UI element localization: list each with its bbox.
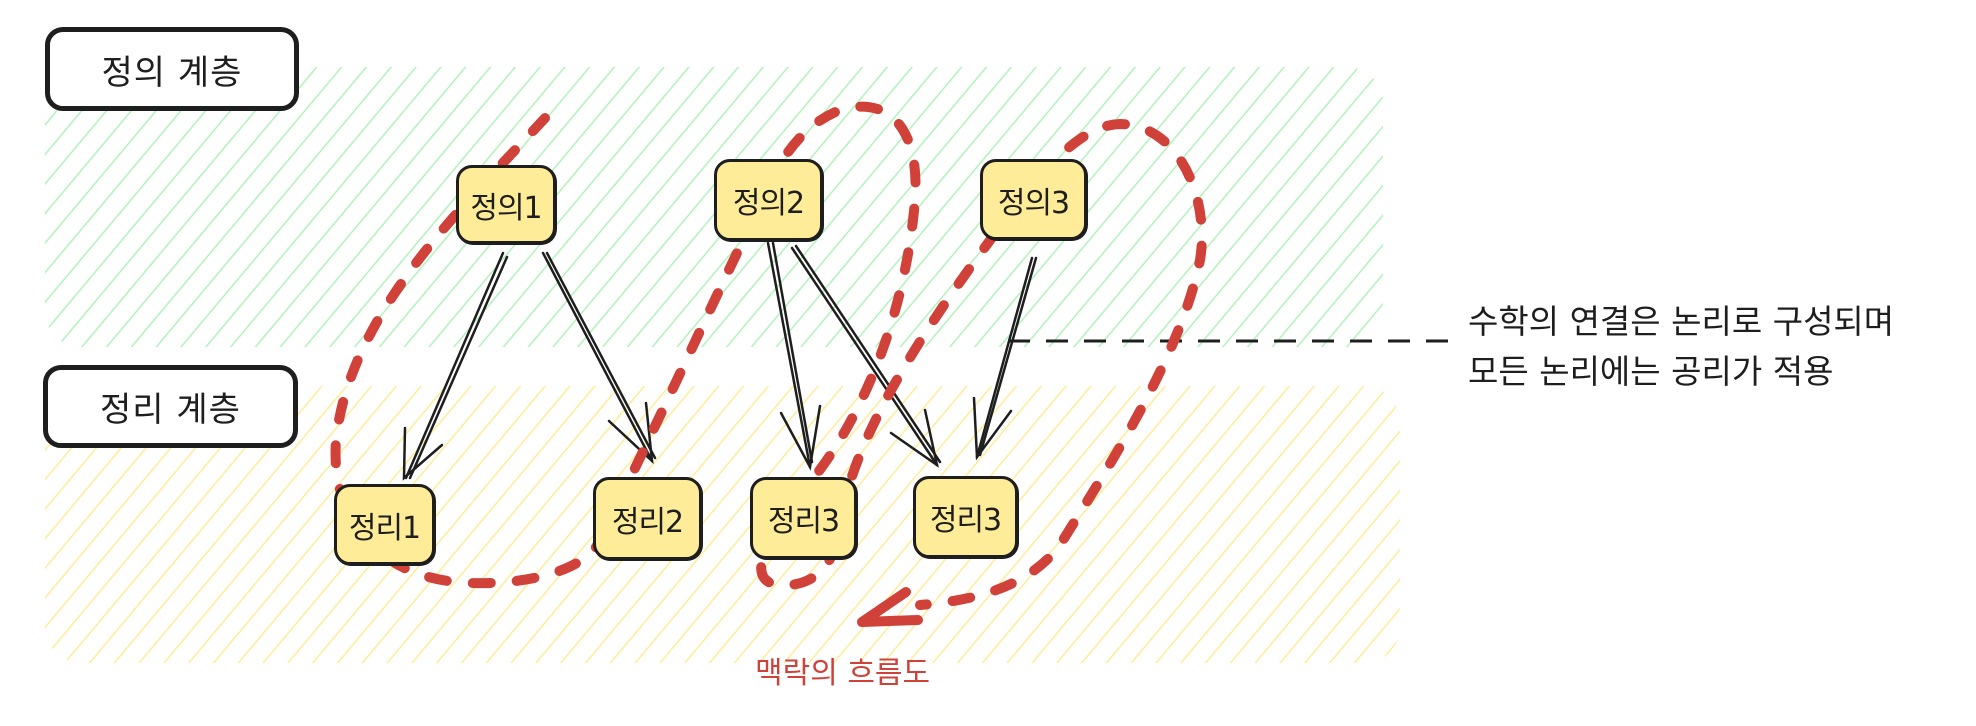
arrow-def1-thm2 — [541, 251, 657, 465]
annotation-line-1: 수학의 연결은 논리로 구성되며 — [1468, 302, 1895, 341]
node-theorem-2[interactable]: 정리2 — [593, 477, 702, 560]
flow-arrow-head — [857, 587, 923, 627]
node-theorem-3b[interactable]: 정리3 — [913, 476, 1018, 558]
node-theorem-1[interactable]: 정리1 — [334, 484, 435, 565]
definition-layer-label: 정의 계층 — [45, 27, 299, 111]
node-definition-2[interactable]: 정의2 — [714, 159, 823, 241]
arrow-def3-thm3b — [972, 256, 1038, 461]
arrow-def2-thm3a — [766, 241, 822, 471]
annotation-text: 수학의 연결은 논리로 구성되며 모든 논리에는 공리가 적용 — [1468, 297, 1894, 397]
theorem-layer-label: 정리 계층 — [43, 365, 298, 448]
flow-label: 맥락의 흐름도 — [755, 656, 931, 691]
arrow-def1-thm1 — [402, 251, 509, 481]
arrow-def2-thm3b — [790, 244, 942, 468]
context-flow-path — [330, 101, 1207, 610]
dependency-arrows — [402, 241, 1038, 481]
annotation-line-2: 모든 논리에는 공리가 적용 — [1468, 352, 1834, 391]
theorem-layer-band — [45, 386, 1400, 663]
node-theorem-3a[interactable]: 정리3 — [750, 477, 857, 559]
node-definition-3[interactable]: 정의3 — [980, 159, 1087, 240]
node-definition-1[interactable]: 정의1 — [456, 165, 556, 244]
